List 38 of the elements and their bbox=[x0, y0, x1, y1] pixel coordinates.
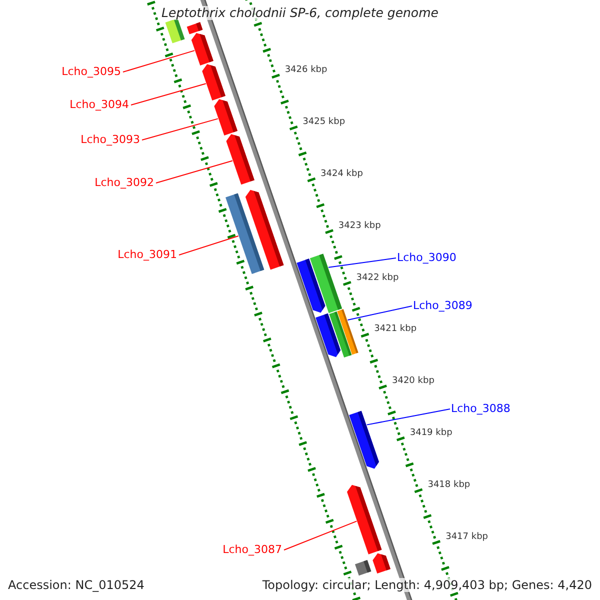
scale-label: 3420 kbp bbox=[392, 375, 434, 388]
gene-label: Lcho_3093 bbox=[80, 133, 140, 147]
gene-label: Lcho_3095 bbox=[62, 65, 121, 79]
gene-block bbox=[347, 484, 382, 554]
leader-line bbox=[178, 236, 239, 256]
leader-line bbox=[122, 50, 195, 72]
scale-label: 3426 kbp bbox=[284, 64, 328, 76]
gene-label: Lcho_3090 bbox=[397, 251, 456, 265]
gene-block bbox=[186, 22, 203, 34]
scale-label: 3423 kbp bbox=[338, 220, 381, 232]
gene-label: Lcho_3092 bbox=[94, 176, 154, 190]
gene-block bbox=[349, 410, 379, 469]
gene-block bbox=[337, 309, 358, 355]
gene-label: Lcho_3088 bbox=[451, 402, 510, 416]
scale-label: 3417 kbp bbox=[446, 530, 488, 543]
gene-block bbox=[245, 190, 284, 270]
gene-block bbox=[354, 560, 372, 576]
gene-block bbox=[202, 64, 226, 100]
accession-text: Accession: NC_010524 bbox=[8, 578, 144, 592]
scale-label: 3424 kbp bbox=[320, 168, 363, 180]
gene-label: Lcho_3089 bbox=[413, 299, 472, 313]
gene-label: Lcho_3094 bbox=[70, 98, 129, 112]
gene-block bbox=[214, 99, 238, 136]
scale-label: 3418 kbp bbox=[428, 478, 470, 491]
gene-label: Lcho_3087 bbox=[222, 543, 282, 557]
scale-label: 3422 kbp bbox=[356, 272, 399, 284]
scale-label: 3425 kbp bbox=[302, 116, 346, 128]
gene-block bbox=[372, 553, 390, 574]
scale-label: 3421 kbp bbox=[374, 323, 417, 336]
genome-summary: Topology: circular; Length: 4,909,403 bp; Genes: 4,420 bbox=[262, 578, 592, 592]
leader-line bbox=[142, 118, 218, 140]
leader-line bbox=[284, 520, 358, 550]
gene-label: Lcho_3091 bbox=[118, 248, 177, 262]
gene-block bbox=[310, 254, 342, 314]
leader-line bbox=[130, 83, 206, 106]
leader-line bbox=[156, 160, 233, 184]
scale-label: 3419 kbp bbox=[410, 427, 452, 440]
gene-block bbox=[226, 134, 254, 185]
